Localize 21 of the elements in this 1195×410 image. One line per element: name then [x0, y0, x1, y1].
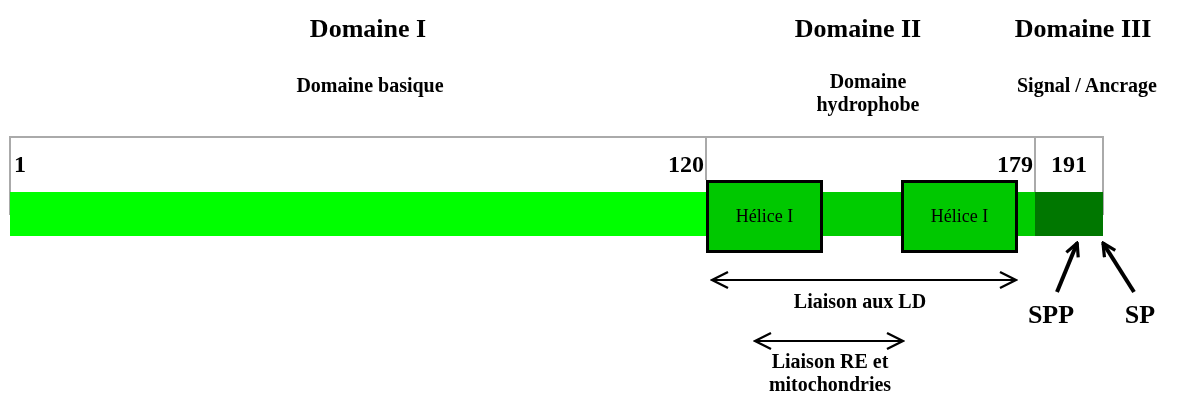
domain-subtitle: Signal / Ancrage: [1016, 74, 1158, 97]
range-label: Liaison RE et mitochondries: [767, 350, 893, 396]
protein-domain-bar: [1035, 192, 1103, 236]
helix-box: Hélice I: [706, 180, 823, 253]
residue-number: 120: [667, 151, 704, 179]
domain-title: Domaine II: [793, 14, 923, 44]
helix-box: Hélice I: [901, 180, 1018, 253]
protein-domain-bar: [10, 192, 706, 236]
site-label: SP: [1112, 300, 1168, 330]
residue-number: 179: [996, 151, 1033, 179]
arrow: [1101, 241, 1136, 294]
domain-subtitle: Domaine basique: [295, 74, 445, 97]
protein-domain-bar: [706, 180, 1035, 253]
domain-title: Domaine I: [308, 14, 428, 44]
arrow: [1055, 241, 1080, 293]
domain-subtitle: Domaine hydrophobe: [815, 70, 921, 116]
domain-title: Domaine III: [1013, 14, 1153, 44]
site-label: SPP: [1020, 300, 1082, 330]
residue-number: 191: [1050, 151, 1088, 179]
residue-number: 1: [14, 151, 27, 179]
range-label: Liaison aux LD: [792, 290, 928, 313]
